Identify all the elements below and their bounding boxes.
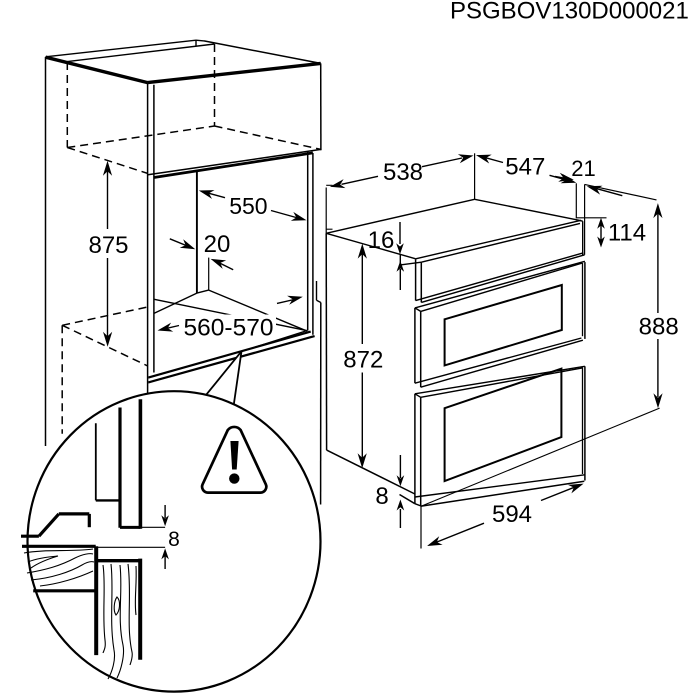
svg-text:8: 8 [375,483,388,510]
svg-text:875: 875 [88,232,128,259]
svg-text:560-570: 560-570 [184,315,274,342]
svg-text:114: 114 [608,219,646,246]
svg-text:594: 594 [492,501,532,528]
svg-text:21: 21 [571,156,595,181]
svg-text:550: 550 [229,193,267,219]
svg-text:888: 888 [639,314,679,341]
svg-text:547: 547 [505,154,545,181]
svg-text:8: 8 [168,528,180,551]
svg-text:PSGBOV130D000021: PSGBOV130D000021 [450,0,689,25]
svg-text:20: 20 [204,231,231,258]
svg-text:16: 16 [368,227,395,254]
svg-text:538: 538 [383,159,423,186]
svg-text:872: 872 [343,346,383,373]
